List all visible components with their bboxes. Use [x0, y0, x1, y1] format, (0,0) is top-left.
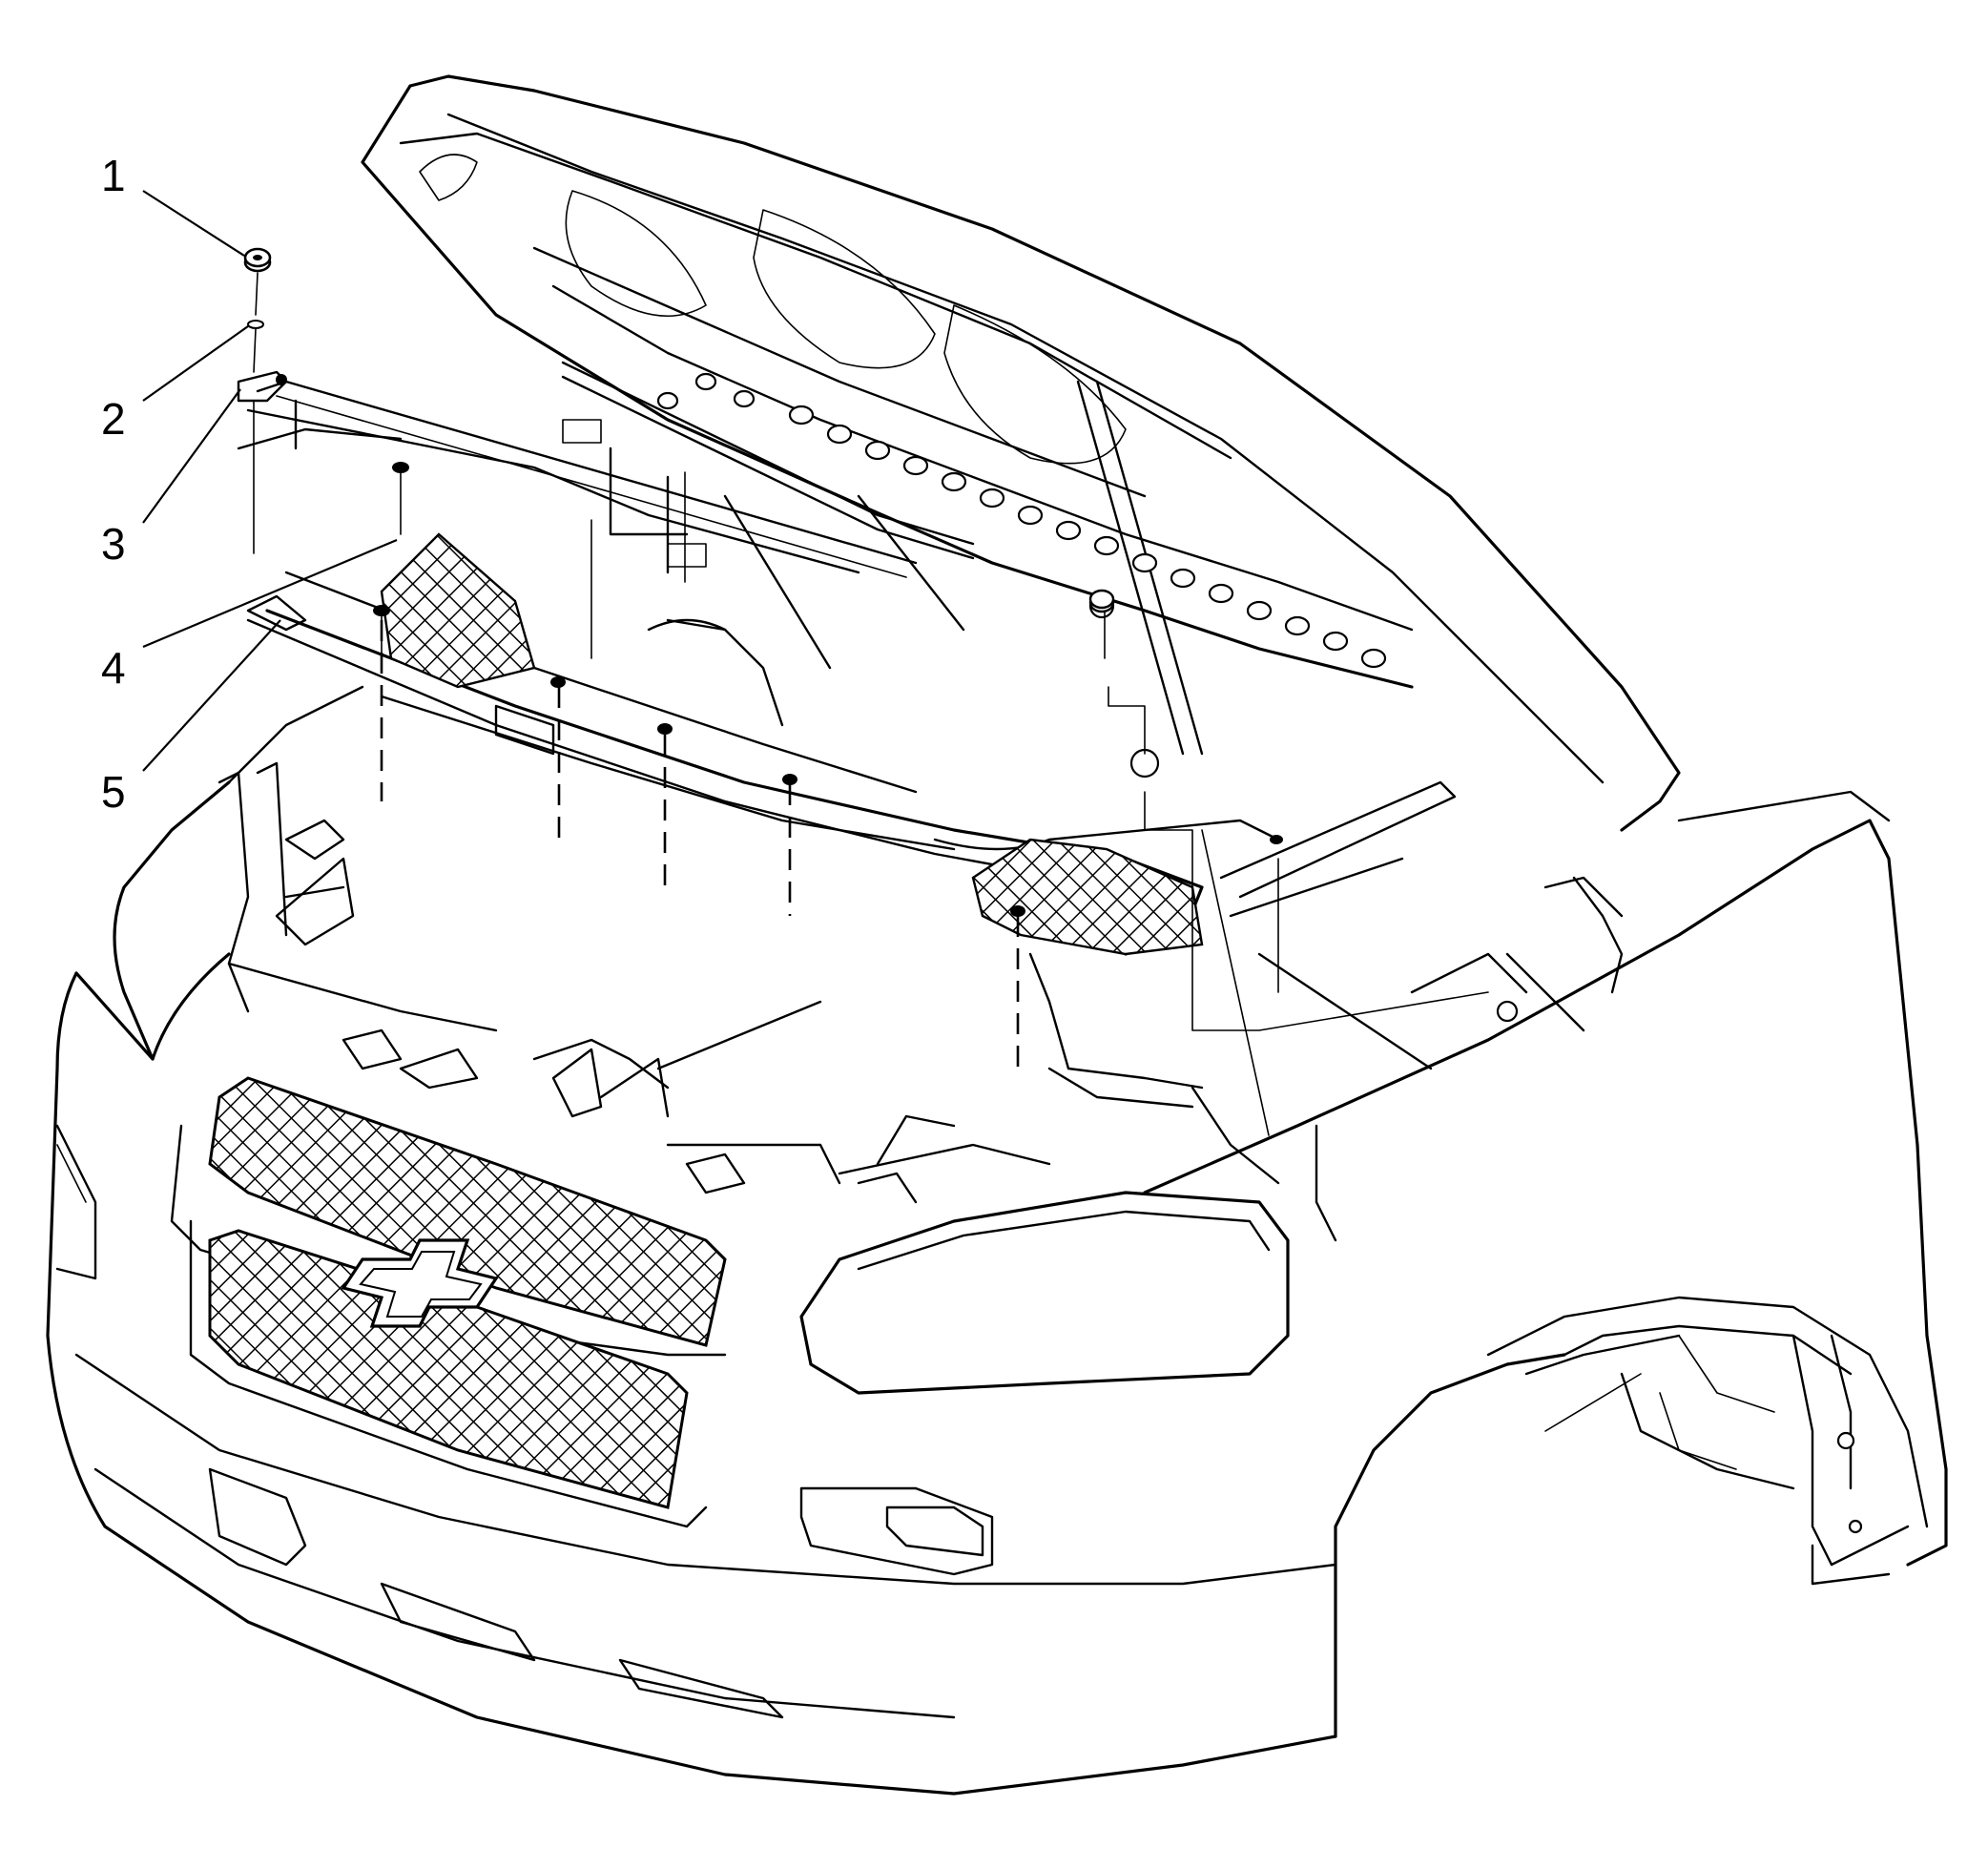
callout-labels: 1 2 3 4 5 [101, 151, 126, 817]
washer-item-2 [247, 320, 264, 329]
panel-item-5 [246, 594, 307, 632]
callout-leaders [142, 190, 398, 772]
hood-reinforcement-holes [656, 372, 1387, 669]
strut-nut [1088, 589, 1115, 613]
headlamp [799, 1191, 1290, 1395]
front-fascia [46, 780, 1337, 1796]
callout-5: 5 [101, 767, 126, 817]
bracket-item-3 [237, 370, 288, 403]
alignment-lines [380, 471, 1489, 1136]
engine-bay [217, 685, 1624, 1204]
cowl-panel [246, 361, 1457, 956]
exploded-hardware [237, 247, 1283, 917]
callout-2: 2 [101, 394, 126, 444]
hood [361, 74, 1681, 832]
radiator-support [237, 380, 918, 727]
callout-3: 3 [101, 519, 126, 569]
callout-4: 4 [101, 643, 126, 693]
bolt-item-4 [392, 462, 409, 535]
bowtie-emblem [341, 1238, 499, 1328]
fender [1143, 790, 1948, 1738]
nut-item-1 [243, 247, 272, 273]
callout-1: 1 [101, 151, 126, 200]
